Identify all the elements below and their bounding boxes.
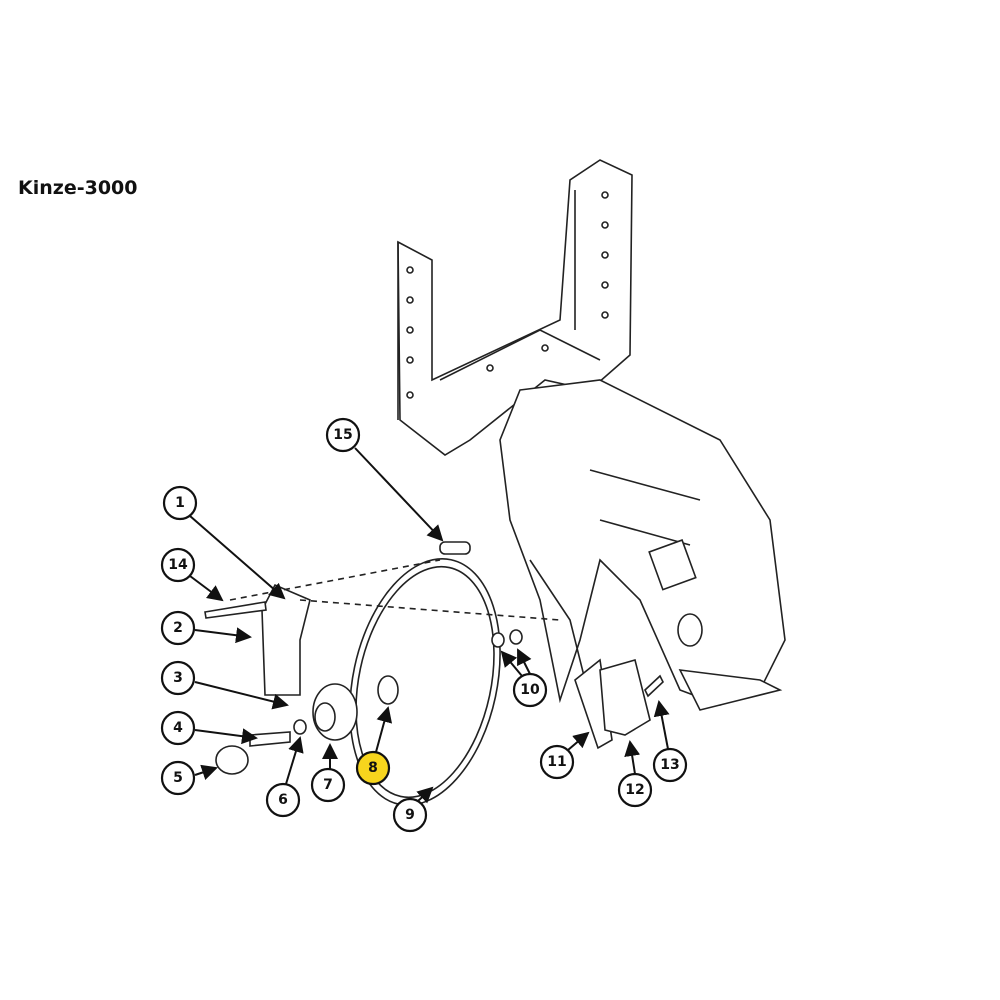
callout-label: 10 bbox=[520, 682, 540, 698]
callout-label: 7 bbox=[323, 777, 333, 793]
carriage-bolt bbox=[204, 601, 267, 619]
row-unit-frame bbox=[397, 159, 786, 741]
callout-label: 5 bbox=[173, 770, 183, 786]
callout-label: 8 bbox=[368, 760, 378, 776]
callout-5[interactable]: 5 bbox=[160, 760, 196, 796]
callout-label: 3 bbox=[173, 670, 183, 686]
callout-label: 14 bbox=[168, 557, 188, 573]
washer bbox=[293, 719, 307, 735]
callout-label: 4 bbox=[173, 720, 183, 736]
callout-1[interactable]: 1 bbox=[162, 485, 198, 521]
callout-12[interactable]: 12 bbox=[617, 772, 653, 808]
callout-15[interactable]: 15 bbox=[325, 417, 361, 453]
bearing bbox=[377, 675, 399, 705]
scraper-bracket bbox=[261, 583, 311, 696]
callout-label: 2 bbox=[173, 620, 183, 636]
callout-11[interactable]: 11 bbox=[539, 744, 575, 780]
callout-label: 6 bbox=[278, 792, 288, 808]
callout-label: 15 bbox=[333, 427, 352, 443]
spacer-tube bbox=[439, 541, 471, 555]
callout-3[interactable]: 3 bbox=[160, 660, 196, 696]
wear-block bbox=[599, 659, 651, 736]
dust-cap bbox=[215, 745, 249, 775]
callout-8-highlighted[interactable]: 8 bbox=[355, 750, 391, 786]
callout-2[interactable]: 2 bbox=[160, 610, 196, 646]
callout-label: 12 bbox=[625, 782, 644, 798]
callout-label: 1 bbox=[175, 495, 185, 511]
diagram-title: Kinze-3000 bbox=[18, 177, 138, 199]
callout-6[interactable]: 6 bbox=[265, 782, 301, 818]
callout-label: 13 bbox=[660, 757, 679, 773]
callout-14[interactable]: 14 bbox=[160, 547, 196, 583]
callout-4[interactable]: 4 bbox=[160, 710, 196, 746]
frame-holes bbox=[406, 191, 609, 399]
callout-9[interactable]: 9 bbox=[392, 797, 428, 833]
callout-7[interactable]: 7 bbox=[310, 767, 346, 803]
callout-label: 9 bbox=[405, 807, 415, 823]
callout-13[interactable]: 13 bbox=[652, 747, 688, 783]
bolt bbox=[249, 731, 291, 747]
callout-arrows bbox=[189, 447, 670, 804]
callout-label: 11 bbox=[547, 754, 566, 770]
callout-10[interactable]: 10 bbox=[512, 672, 548, 708]
